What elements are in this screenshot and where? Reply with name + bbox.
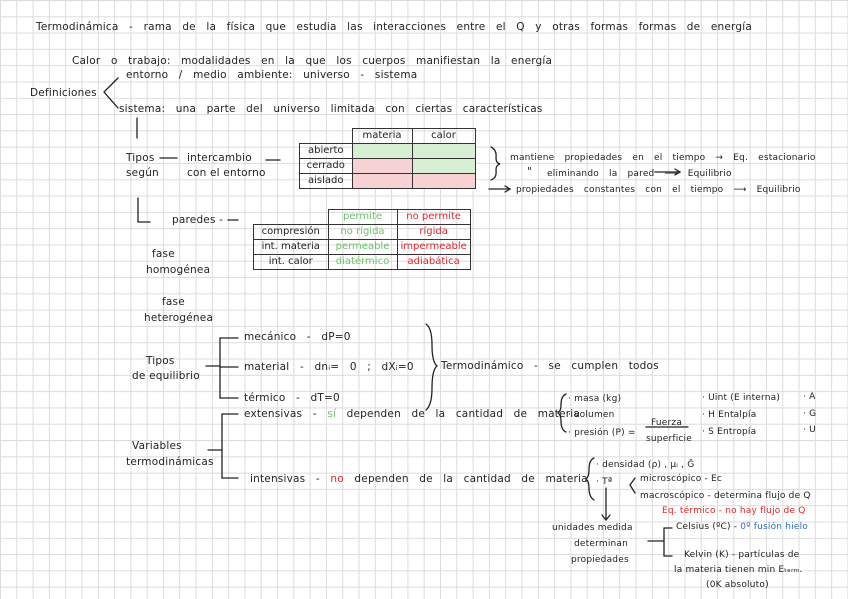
ditto-mark: " bbox=[527, 166, 533, 178]
sistema-definition: sistema: una parte del universo limitada… bbox=[119, 103, 543, 115]
func-u: · U bbox=[803, 425, 816, 435]
header-no-permite: no permite bbox=[396, 209, 471, 225]
paredes-label: paredes - bbox=[172, 214, 224, 226]
equilibrio-brace bbox=[425, 323, 439, 411]
row-compresion: compresión bbox=[253, 224, 329, 240]
extensivas-prefix: extensivas - bbox=[244, 408, 317, 420]
celsius-line: Celsius (ºC) - 0º fusión hielo bbox=[676, 521, 808, 533]
fuerza-label: Fuerza bbox=[651, 418, 683, 428]
tipos-brace bbox=[490, 146, 501, 181]
row-int-materia: int. materia bbox=[253, 239, 329, 255]
row-aislado: aislado bbox=[299, 173, 353, 189]
celsius-prefix: Celsius (ºC) - bbox=[676, 522, 738, 532]
note-equilibrio: propiedades constantes con el tiempo ⟶ E… bbox=[516, 185, 801, 195]
paredes-table: permite no permite compresión no rígida … bbox=[253, 209, 471, 270]
entorno-definition: entorno / medio ambiente: universo - sis… bbox=[126, 69, 418, 81]
energia-entalpia: · H Entalpía bbox=[702, 410, 757, 420]
equilibrio-label-2: de equilibrio bbox=[132, 370, 200, 382]
intensivas-line: intensivas - no dependen de la cantidad … bbox=[250, 473, 588, 485]
cell-permeable: permeable bbox=[327, 239, 398, 255]
superficie-label: superficie bbox=[646, 434, 692, 444]
func-a: · A bbox=[803, 392, 816, 402]
cell-impermeable: impermeable bbox=[396, 239, 471, 255]
intercambio-label: intercambio bbox=[187, 152, 252, 164]
kelvin-2: la materia tienen min Eₜₑᵣₘ. bbox=[674, 565, 803, 575]
cell-abierto-materia bbox=[351, 143, 413, 159]
header-permite: permite bbox=[327, 209, 398, 225]
extensivas-line: extensivas - sí dependen de la cantidad … bbox=[244, 408, 580, 420]
unidades-2: determinan bbox=[574, 539, 629, 549]
row-cerrado: cerrado bbox=[299, 158, 353, 174]
cell-no-rigida: no rígida bbox=[327, 224, 398, 240]
intensivas-prefix: intensivas - bbox=[250, 473, 320, 485]
fase-homogenea-2: homogénea bbox=[146, 264, 211, 276]
fase-homogenea-1: fase bbox=[152, 248, 175, 260]
cell-diatermico: diatérmico bbox=[327, 254, 398, 270]
int-temperatura: · Tª bbox=[596, 477, 613, 487]
calor-trabajo-definition: Calor o trabajo: modalidades en la que l… bbox=[72, 55, 553, 67]
cell-aislado-calor bbox=[411, 173, 476, 189]
intensivas-suffix: dependen de la cantidad de materia bbox=[354, 473, 588, 485]
note-estacionario: mantiene propiedades en el tiempo → Eq. … bbox=[510, 153, 816, 163]
unidades-1: unidades medida bbox=[552, 523, 633, 533]
eq-termico: Eq. térmico - no hay flujo de Q bbox=[662, 506, 806, 516]
cell-abierto-calor bbox=[411, 143, 476, 159]
ext-masa: · masa (kg) bbox=[568, 394, 622, 404]
celsius-fusion: 0º fusión hielo bbox=[740, 522, 809, 532]
con-el-entorno-label: con el entorno bbox=[187, 167, 266, 179]
intensivas-brace bbox=[584, 457, 595, 501]
equilibrio-material: material - dnᵢ= 0 ; dXᵢ=0 bbox=[244, 361, 414, 373]
equilibrio-mecanico: mecánico - dP=0 bbox=[244, 331, 351, 343]
definiciones-brace bbox=[103, 77, 119, 109]
title-line: Termodinámica - rama de la física que es… bbox=[36, 21, 752, 33]
row-int-calor: int. calor bbox=[253, 254, 329, 270]
cell-rigida: rígida bbox=[396, 224, 471, 240]
variables-label-2: termodinámicas bbox=[126, 456, 214, 468]
unidades-3: propiedades bbox=[571, 555, 629, 565]
microscopico: microscópico - Ec bbox=[640, 474, 723, 484]
header-calor: calor bbox=[411, 128, 476, 144]
kelvin-1: Kelvin (K) - partículas de bbox=[684, 550, 800, 560]
cell-cerrado-materia bbox=[351, 158, 413, 174]
macroscopico: macroscópico - determina flujo de Q bbox=[640, 491, 811, 501]
tipos-label: Tipos bbox=[126, 152, 155, 164]
fase-heterogenea-1: fase bbox=[162, 296, 185, 308]
fase-heterogenea-2: heterogénea bbox=[144, 312, 214, 324]
ext-presion: · presión (P) = bbox=[568, 428, 636, 438]
variables-label-1: Variables bbox=[132, 440, 182, 452]
int-densidad: · densidad (ρ) , μᵢ , Ḡ bbox=[596, 460, 695, 470]
equilibrio-termico: térmico - dT=0 bbox=[244, 392, 340, 404]
func-g: · G bbox=[803, 409, 817, 419]
kelvin-3: (0K absoluto) bbox=[706, 580, 769, 590]
intercambio-table: materia calor abierto cerrado aislado bbox=[299, 128, 476, 189]
definiciones-label: Definiciones bbox=[30, 87, 97, 99]
extensivas-brace bbox=[556, 393, 567, 433]
extensivas-suffix: dependen de la cantidad de materia bbox=[346, 408, 580, 420]
cell-aislado-materia bbox=[351, 173, 413, 189]
ext-volumen: · volumen bbox=[568, 410, 615, 420]
equilibrio-termodinamico: Termodinámico - se cumplen todos bbox=[441, 360, 659, 372]
header-materia: materia bbox=[351, 128, 413, 144]
cell-adiabatica: adiabática bbox=[396, 254, 471, 270]
equilibrio-label-1: Tipos bbox=[146, 355, 175, 367]
intensivas-no: no bbox=[330, 473, 344, 485]
row-abierto: abierto bbox=[299, 143, 353, 159]
energia-entropia: · S Entropía bbox=[702, 427, 757, 437]
extensivas-si: sí bbox=[327, 408, 337, 420]
energia-uint: · Uint (E interna) bbox=[702, 393, 781, 403]
note-eliminando: eliminando la pared ⟶ Equilibrio bbox=[547, 169, 732, 179]
segun-label: según bbox=[126, 167, 159, 179]
cell-cerrado-calor bbox=[411, 158, 476, 174]
